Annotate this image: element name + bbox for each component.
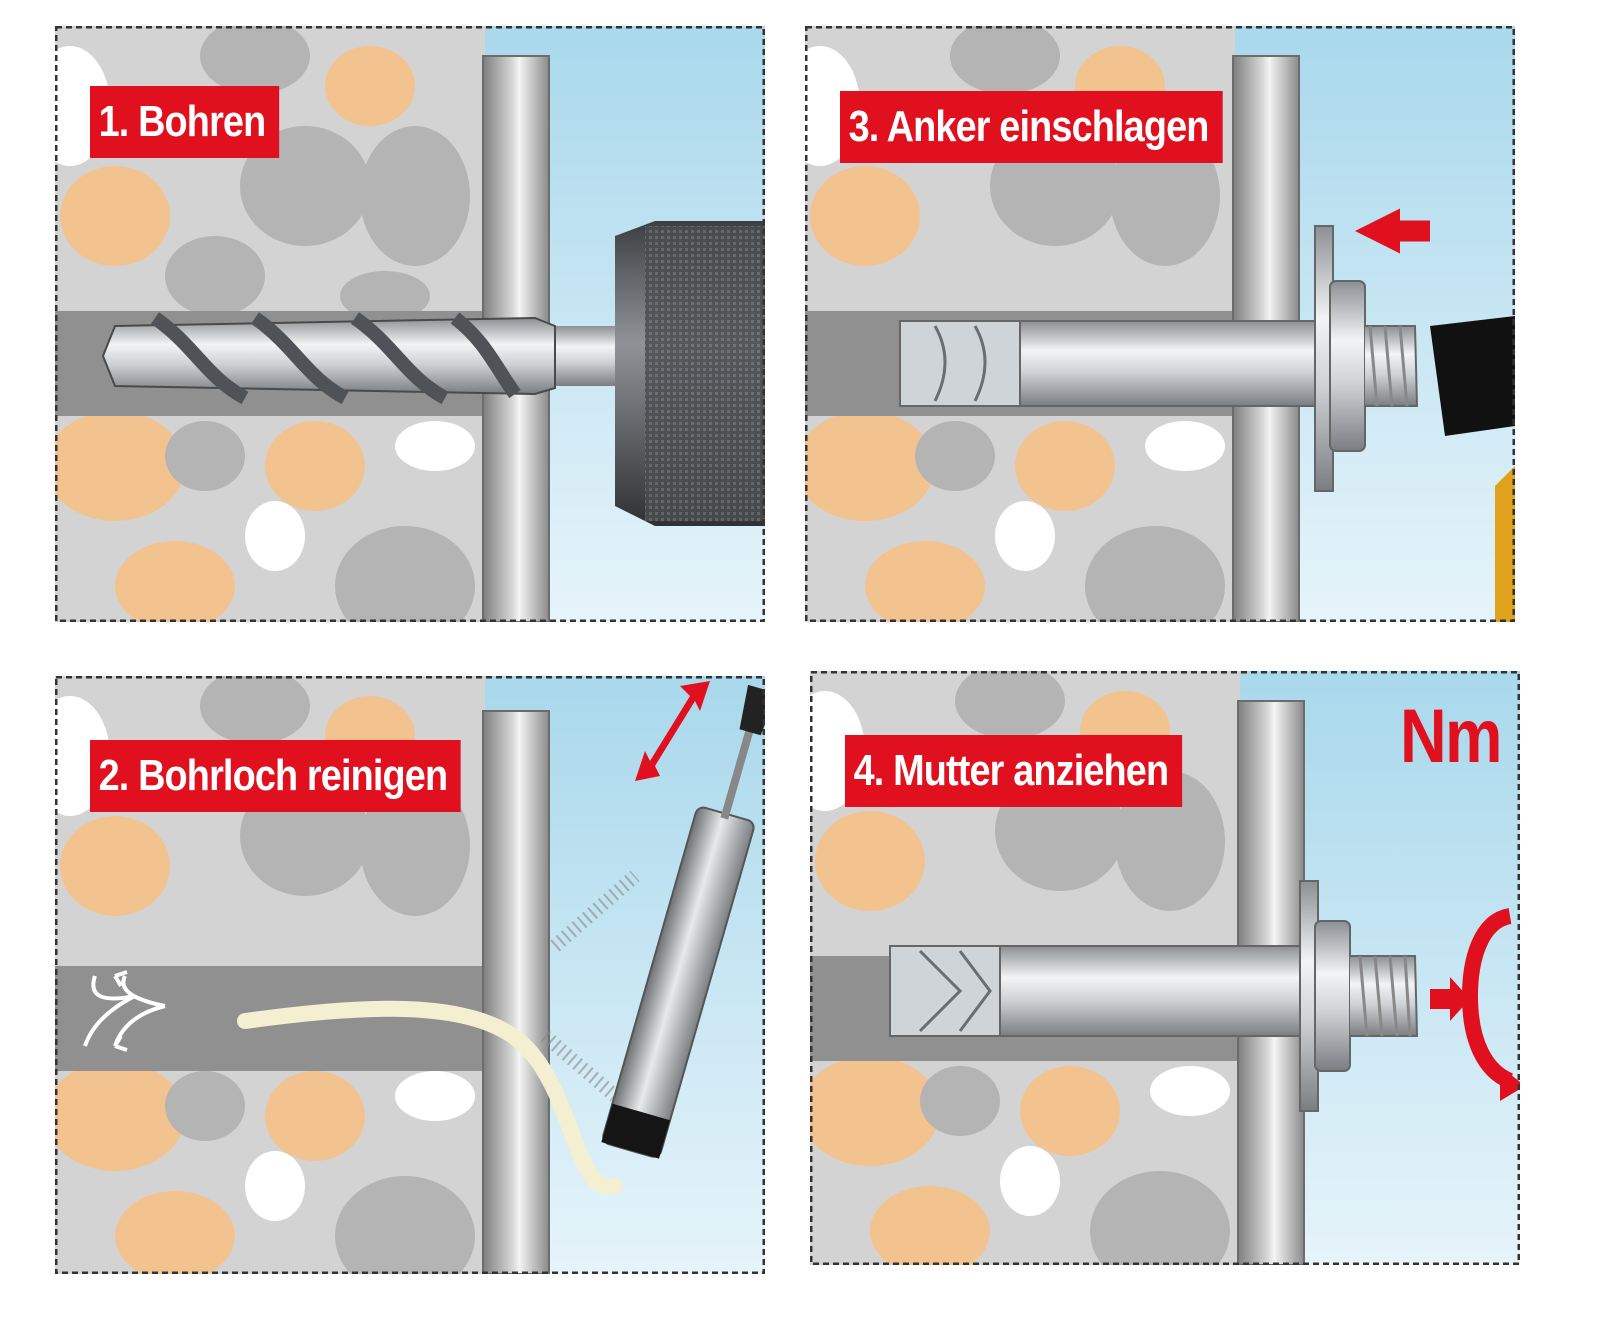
- hex-nut: [1314, 920, 1351, 1072]
- step-3-panel: 3. Anker einschlagen: [805, 26, 1515, 622]
- step-2-label: 2. Bohrloch reinigen: [90, 740, 461, 812]
- wedge-anchor: [889, 880, 1419, 1112]
- hammer-head: [1430, 316, 1515, 436]
- step-1-label: 1. Bohren: [90, 86, 280, 158]
- hex-nut: [1329, 280, 1366, 452]
- torque-unit-label: Nm: [1400, 694, 1502, 779]
- step-4-panel: 4. Mutter anziehen Nm: [810, 671, 1520, 1265]
- pump-motion-arrow-icon: [635, 681, 710, 781]
- blow-pump: [601, 684, 765, 1159]
- step-4-label: 4. Mutter anziehen: [845, 735, 1182, 807]
- dust-cloud: [540, 870, 640, 1102]
- rotation-arrow-icon: [1461, 908, 1514, 1089]
- hammer-handle: [1495, 466, 1515, 622]
- cleaning-tube: [237, 1000, 623, 1195]
- anchor-insertion-illustration: [805, 26, 1515, 622]
- mounting-plate: [482, 710, 550, 1274]
- left-arrow-icon: [1355, 208, 1430, 254]
- drill-chuck: [615, 221, 765, 526]
- step-3-label: 3. Anker einschlagen: [840, 91, 1223, 163]
- wedge-anchor: [899, 225, 1419, 492]
- right-arrow-icon: [1430, 977, 1470, 1021]
- aggregate-stones: [810, 671, 1230, 1265]
- step-1-panel: 1. Bohren: [55, 26, 765, 622]
- drill-bit: [101, 312, 625, 405]
- aggregate-stones: [55, 26, 475, 622]
- air-flow-arrows-icon: [83, 970, 166, 1052]
- step-2-panel: 2. Bohrloch reinigen: [55, 676, 765, 1274]
